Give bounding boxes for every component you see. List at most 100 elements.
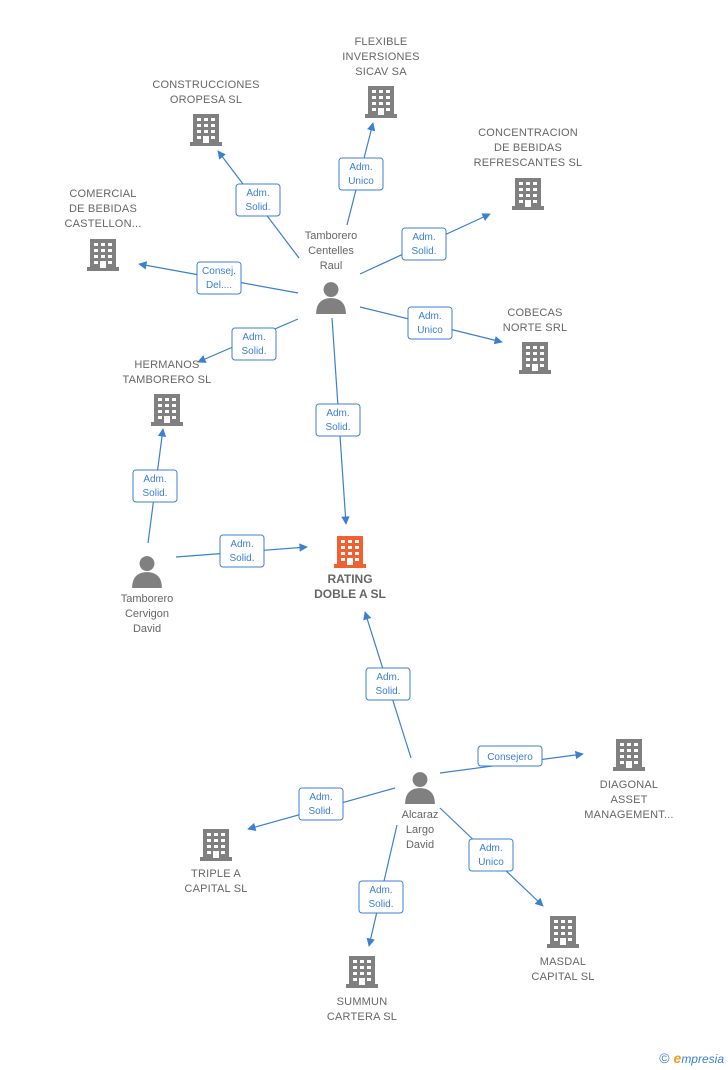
edge-label-text: Del.... (206, 280, 232, 291)
edge-david_c-rating: Adm. Solid. (175, 534, 308, 568)
edge-label-box (196, 261, 242, 295)
brand-name: mpresia (681, 1052, 724, 1066)
building-icon (334, 536, 366, 568)
footer-brand: ©empresia (659, 1050, 724, 1066)
edges-layer: Adm.UnicoAdm.Solid.Adm.Solid.Consej.Del.… (132, 122, 584, 947)
node-label-line: RATING (327, 572, 372, 586)
edge-label-text: Solid. (375, 686, 400, 697)
company-node-triple[interactable]: TRIPLE A CAPITAL SL (184, 829, 247, 895)
edge-label-text: Consej. (202, 266, 236, 277)
edge-label-text: Adm. (309, 792, 332, 803)
edge-label-text: Adm. (143, 474, 166, 485)
node-label-line: COMERCIAL (69, 188, 136, 200)
edge-david_a-masdal: Adm. Unico (439, 807, 544, 907)
edge-label-box (358, 880, 404, 914)
edge-raul-concentracion: Adm. Solid. (359, 213, 491, 275)
node-label-line: Tamborero (305, 230, 358, 242)
edge-label-text: Adm. (230, 539, 253, 550)
edge-label-box (468, 838, 514, 872)
edge-label-box (132, 469, 178, 503)
company-node-flexible[interactable]: FLEXIBLE INVERSIONES SICAV SA (342, 36, 419, 118)
node-label-line: CARTERA SL (327, 1011, 397, 1023)
node-label-line: CONSTRUCCIONES (152, 79, 259, 91)
node-label-line: OROPESA SL (170, 94, 242, 106)
edge-label-text: Adm. (246, 188, 269, 199)
building-icon (613, 739, 645, 771)
edge-david_a-triple: Adm. Solid. (247, 787, 396, 832)
building-icon (365, 86, 397, 118)
edge-label-text: Solid. (245, 202, 270, 213)
person-icon (405, 772, 435, 804)
edge-raul-construcciones: Adm. Solid. (217, 150, 300, 259)
node-label-line: Alcaraz (402, 809, 439, 821)
edge-label-text: Adm. (349, 162, 372, 173)
company-node-masdal[interactable]: MASDAL CAPITAL SL (531, 916, 594, 983)
edge-label-text: Consejero (487, 752, 533, 763)
edge-label-text: Solid. (308, 806, 333, 817)
node-label-line: Centelles (308, 245, 354, 257)
edge-label-box (407, 306, 453, 340)
building-icon (547, 916, 579, 948)
node-label-line: Cervigon (125, 608, 169, 620)
edge-label-text: Solid. (411, 246, 436, 257)
building-icon (512, 178, 544, 210)
node-label-line: INVERSIONES (342, 51, 419, 63)
edge-raul-flexible: Adm.Unico (338, 122, 384, 226)
node-label-line: SICAV SA (355, 66, 407, 78)
node-label-line: CAPITAL SL (184, 883, 247, 895)
node-label-line: HERMANOS (134, 359, 199, 371)
edge-label-text: Unico (478, 857, 504, 868)
edge-raul-hermanos: Adm.Solid. (197, 318, 299, 363)
node-label-line: Raul (320, 260, 343, 272)
edge-label-text: Adm. (479, 843, 502, 854)
node-label-line: CONCENTRACION (478, 127, 578, 139)
edge-raul-cobecas: Adm.Unico (359, 306, 503, 345)
building-icon (190, 114, 222, 146)
node-label-line: TAMBORERO SL (123, 374, 212, 386)
node-label-line: MANAGEMENT... (584, 809, 673, 821)
company-node-construcciones[interactable]: CONSTRUCCIONES OROPESA SL (152, 79, 259, 146)
edge-label-text: Solid. (325, 422, 350, 433)
edge-david_a-rating: Adm. Solid. (363, 611, 412, 759)
edge-label-box (231, 327, 277, 361)
company-node-comercial[interactable]: COMERCIAL DE BEBIDAS CASTELLON... (65, 188, 142, 271)
edge-label-text: Adm. (412, 232, 435, 243)
edge-label-text: Adm. (326, 408, 349, 419)
node-label-line: DE BEBIDAS (69, 203, 137, 215)
edge-label-box (298, 787, 344, 821)
edge-raul-rating: Adm. Solid. (315, 317, 361, 525)
edge-label-box (315, 403, 361, 437)
node-label-line: TRIPLE A (191, 868, 241, 880)
node-label-line: MASDAL (540, 956, 586, 968)
edge-label-box (235, 183, 281, 217)
person-icon (132, 556, 162, 588)
node-label-line: David (133, 623, 161, 635)
node-label-line: FLEXIBLE (355, 36, 408, 48)
edge-label-box (219, 534, 265, 568)
company-node-diagonal[interactable]: DIAGONALASSETMANAGEMENT... (584, 739, 673, 821)
company-node-hermanos[interactable]: HERMANOS TAMBORERO SL (123, 359, 212, 426)
edge-label-text: Adm. (418, 311, 441, 322)
building-icon (151, 394, 183, 426)
copyright-symbol: © (659, 1050, 670, 1066)
node-label-line: DE BEBIDAS (494, 142, 562, 154)
node-label-line: CASTELLON... (65, 218, 142, 230)
edge-label-text: Solid. (229, 553, 254, 564)
edge-label-box (477, 745, 543, 767)
node-label-line: COBECAS (507, 307, 562, 319)
edge-label-box (338, 157, 384, 191)
edge-label-text: Adm. (376, 672, 399, 683)
building-icon (519, 342, 551, 374)
node-label-line: CAPITAL SL (531, 971, 594, 983)
edge-label-box (401, 227, 447, 261)
edge-label-text: Adm. (369, 885, 392, 896)
